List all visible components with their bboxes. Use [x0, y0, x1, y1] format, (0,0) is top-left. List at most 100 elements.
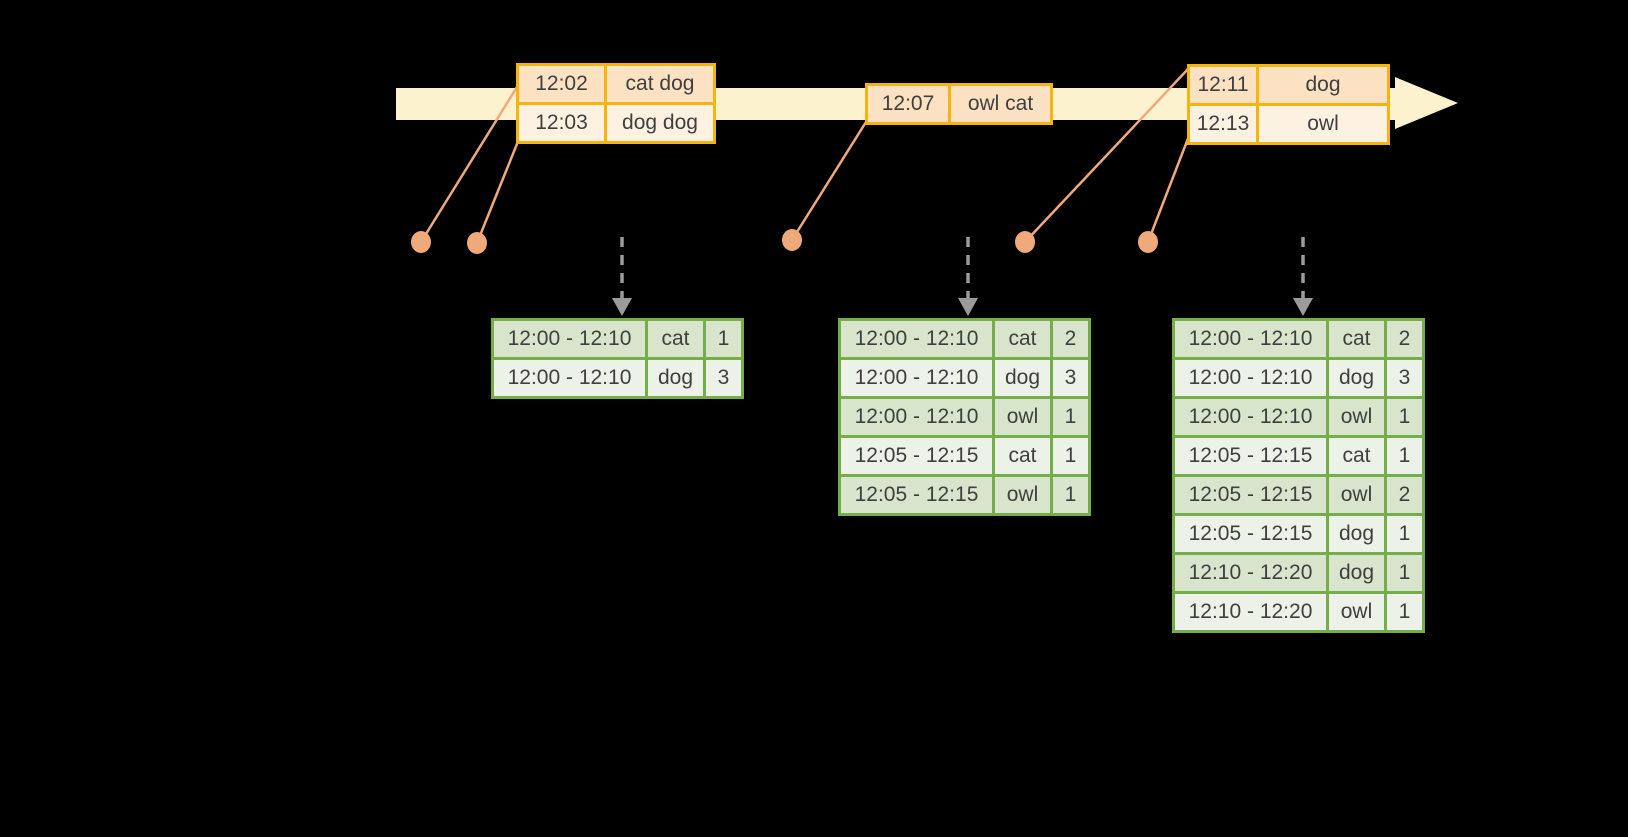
- count-cell: 1: [1050, 396, 1091, 438]
- window-cell: 12:05 - 12:15: [1172, 435, 1329, 477]
- count-cell: 1: [1384, 396, 1425, 438]
- word-cell: owl: [992, 396, 1053, 438]
- event-connector-line-1211: [1024, 68, 1189, 243]
- count-cell: 1: [1384, 591, 1425, 633]
- count-cell: 1: [1384, 513, 1425, 555]
- word-cell: dog: [645, 357, 706, 399]
- time-cell: 12:11: [1187, 64, 1259, 106]
- window-cell: 12:00 - 12:10: [1172, 318, 1329, 360]
- trigger-arrowhead-icon-1: [612, 298, 632, 316]
- count-cell: 1: [1384, 435, 1425, 477]
- words-cell: cat dog: [604, 63, 716, 105]
- words-cell: dog dog: [604, 102, 716, 144]
- window-cell: 12:05 - 12:15: [838, 435, 995, 477]
- count-cell: 2: [1384, 318, 1425, 360]
- word-cell: cat: [645, 318, 706, 360]
- window-cell: 12:00 - 12:10: [838, 396, 995, 438]
- word-cell: dog: [1326, 552, 1387, 594]
- words-cell: owl: [1256, 103, 1390, 145]
- time-cell: 12:03: [516, 102, 607, 144]
- word-cell: owl: [1326, 474, 1387, 516]
- window-cell: 12:00 - 12:10: [838, 357, 995, 399]
- event-connector-line-1203: [475, 138, 521, 244]
- words-cell: dog: [1256, 64, 1390, 106]
- word-cell: dog: [1326, 513, 1387, 555]
- window-cell: 12:05 - 12:15: [1172, 513, 1329, 555]
- count-cell: 1: [703, 318, 744, 360]
- trigger-arrowhead-icon-2: [958, 298, 978, 316]
- event-connectors: [419, 68, 1191, 244]
- word-cell: cat: [992, 318, 1053, 360]
- word-cell: cat: [1326, 435, 1387, 477]
- word-cell: dog: [1326, 357, 1387, 399]
- window-cell: 12:00 - 12:10: [491, 318, 648, 360]
- time-cell: 12:07: [865, 83, 951, 125]
- word-cell: owl: [1326, 591, 1387, 633]
- window-cell: 12:00 - 12:10: [838, 318, 995, 360]
- count-cell: 3: [1050, 357, 1091, 399]
- count-cell: 1: [1050, 474, 1091, 516]
- event-dot-1207: [782, 229, 802, 251]
- timeline-arrowhead-icon: [1395, 77, 1458, 129]
- window-cell: 12:05 - 12:15: [838, 474, 995, 516]
- window-cell: 12:00 - 12:10: [491, 357, 648, 399]
- window-cell: 12:05 - 12:15: [1172, 474, 1329, 516]
- word-cell: cat: [1326, 318, 1387, 360]
- window-cell: 12:00 - 12:10: [1172, 357, 1329, 399]
- count-cell: 2: [1384, 474, 1425, 516]
- window-cell: 12:00 - 12:10: [1172, 396, 1329, 438]
- word-cell: cat: [992, 435, 1053, 477]
- trigger-arrowhead-icon-3: [1293, 298, 1313, 316]
- count-cell: 1: [1050, 435, 1091, 477]
- count-cell: 2: [1050, 318, 1091, 360]
- count-cell: 1: [1384, 552, 1425, 594]
- window-cell: 12:10 - 12:20: [1172, 591, 1329, 633]
- event-dot-1211: [1015, 231, 1035, 253]
- event-dots: [411, 229, 1158, 254]
- word-cell: owl: [992, 474, 1053, 516]
- trigger-arrows: [612, 237, 1313, 316]
- word-cell: owl: [1326, 396, 1387, 438]
- event-dot-1203: [467, 232, 487, 254]
- words-cell: owl cat: [948, 83, 1053, 125]
- event-dot-1213: [1138, 231, 1158, 253]
- time-cell: 12:02: [516, 63, 607, 105]
- event-connector-line-1207: [790, 121, 868, 241]
- window-cell: 12:10 - 12:20: [1172, 552, 1329, 594]
- event-connector-line-1202: [419, 86, 519, 243]
- event-connector-line-1213: [1146, 135, 1191, 243]
